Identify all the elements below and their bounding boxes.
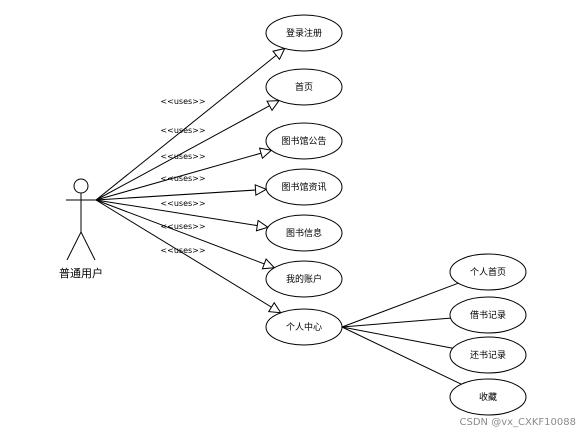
use-case-login-label: 登录注册 [286,27,322,39]
arrowhead-notice [258,147,273,160]
use-case-home[interactable]: 首页 [265,68,343,106]
association-lines [95,47,462,385]
sub-use-case-borrow[interactable]: 借书记录 [449,296,527,334]
use-case-bookinfo-label: 图书信息 [286,227,322,239]
association-line-bookinfo [95,199,269,228]
use-case-home-label: 首页 [295,81,313,93]
stereotype-label: <<uses>> [160,97,205,106]
use-case-account-ellipse [265,260,343,298]
use-case-bookinfo[interactable]: 图书信息 [265,214,343,252]
sub-association-line-borrow [341,317,451,328]
use-case-login-ellipse [265,14,343,52]
sub-use-case-my-home[interactable]: 个人首页 [449,253,527,291]
association-line-news [95,188,267,201]
actor-label: 普通用户 [59,266,103,280]
use-case-login[interactable]: 登录注册 [265,14,343,52]
use-case-news[interactable]: 图书馆资讯 [265,168,343,206]
sub-use-case-return-label: 还书记录 [470,349,506,361]
stereotype-label: <<uses>> [160,126,205,135]
actor-left-leg [66,231,82,261]
sub-use-case-favorites[interactable]: 收藏 [449,378,527,416]
use-case-notice-ellipse [265,122,343,160]
stereotype-label: <<uses>> [160,174,205,183]
use-case-center[interactable]: 个人中心 [265,308,343,346]
sub-use-case-borrow-ellipse [449,296,527,334]
watermark: CSDN @vx_CXKF10088 [459,417,576,428]
arrowhead-login [272,47,286,61]
arrowhead-news [254,184,268,197]
actor-right-leg [80,231,96,261]
stereotype-label: <<uses>> [160,152,205,161]
sub-use-case-favorites-ellipse [449,378,527,416]
use-case-account[interactable]: 我的账户 [265,260,343,298]
association-line-notice [95,149,272,201]
arrowhead-center [267,301,282,314]
sub-use-case-return-ellipse [449,336,527,374]
stereotype-labels: <<uses>> <<uses>> <<uses>> <<uses>> <<uses>>… [160,97,205,255]
actor-figure [66,178,96,261]
sub-use-case-my-home-label: 个人首页 [470,266,506,278]
use-case-notice-label: 图书馆公告 [281,135,326,147]
arrowhead-account [261,258,276,270]
stereotype-label: <<uses>> [160,222,205,231]
use-case-account-label: 我的账户 [286,273,322,285]
use-case-home-ellipse [265,68,343,106]
sub-use-case-return[interactable]: 还书记录 [449,336,527,374]
stereotype-label: <<uses>> [160,199,205,208]
sub-association-line-return [341,326,453,349]
use-case-news-ellipse [265,168,343,206]
association-line-home [95,100,280,201]
sub-use-case-borrow-label: 借书记录 [470,309,506,321]
association-line-account [95,199,275,269]
use-case-center-ellipse [265,308,343,346]
stereotype-label: <<uses>> [160,246,205,255]
sub-association-line-my-home [341,282,459,328]
use-case-center-label: 个人中心 [286,321,322,333]
use-case-bookinfo-ellipse [265,214,343,252]
use-case-news-label: 图书馆资讯 [281,181,326,193]
sub-association-line-favorites [341,326,462,385]
sub-use-case-favorites-label: 收藏 [479,391,497,403]
actor-head [73,178,89,194]
sub-use-case-my-home-ellipse [449,253,527,291]
association-line-login [95,48,286,201]
association-line-center [95,199,281,314]
use-case-notice[interactable]: 图书馆公告 [265,122,343,160]
arrowhead-home [266,100,281,112]
arrowhead-bookinfo [255,219,270,232]
